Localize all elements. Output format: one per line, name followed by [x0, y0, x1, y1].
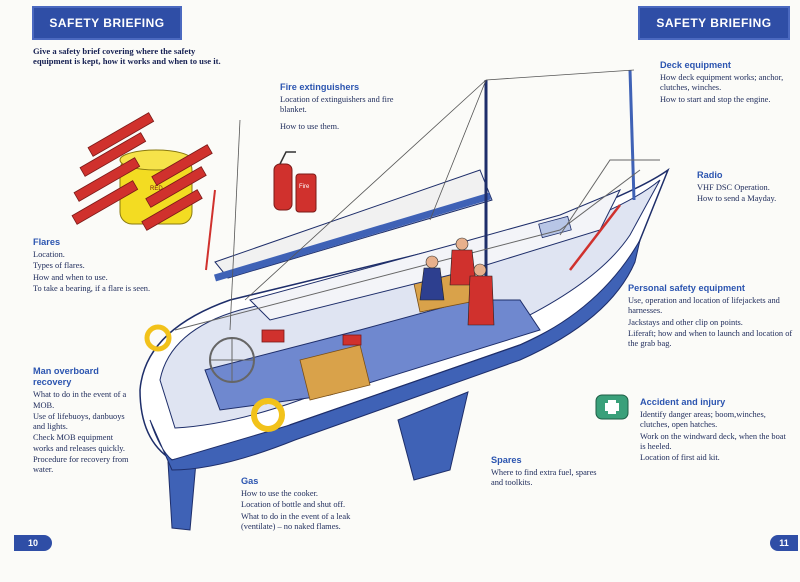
section-line: How to use them.	[280, 121, 340, 131]
flares-pack: RED	[71, 112, 213, 231]
fire-extinguisher: Fire	[273, 151, 317, 213]
forestay-furler	[628, 69, 636, 201]
section-line: Location of extinguishers and fire blank…	[280, 95, 394, 115]
section-flares: Flares Location. Types of flares. How an…	[33, 237, 183, 295]
section-line: What to do in the event of a MOB.	[33, 390, 127, 410]
section-title: Radio	[697, 170, 723, 180]
section-line: What to do in the event of a leak (venti…	[241, 511, 351, 531]
section-line: Procedure for recovery from water.	[33, 454, 129, 475]
flare-label: RED	[150, 186, 163, 192]
section-line: Where to find extra fuel, spares and too…	[491, 468, 597, 488]
cockpit-table	[299, 344, 371, 401]
section-title: Personal safety equipment	[628, 283, 745, 293]
first-aid-kit-icon	[595, 394, 629, 420]
section-fire-extinguishers: Fire extinguishers Location of extinguis…	[280, 82, 400, 133]
crew	[419, 237, 495, 326]
section-line: Types of flares.	[33, 261, 85, 271]
cockpit	[204, 299, 541, 411]
intro-text: Give a safety brief covering where the s…	[33, 46, 221, 66]
keel	[397, 391, 469, 481]
section-line: Use, operation and location of lifejacke…	[628, 296, 780, 316]
banner-right: SAFETY BRIEFING	[638, 6, 790, 40]
section-radio: Radio VHF DSC Operation. How to send a M…	[697, 170, 797, 206]
section-title: Deck equipment	[660, 60, 731, 70]
section-line: Location of bottle and shut off.	[241, 500, 346, 510]
section-title: Gas	[241, 476, 259, 486]
section-line: Check MOB equipment works and releases q…	[33, 433, 126, 453]
page-number-right: 11	[770, 535, 798, 551]
boom	[213, 192, 492, 282]
section-title: Spares	[491, 455, 522, 465]
section-line: Use of lifebuoys, danbuoys and lights.	[33, 411, 125, 432]
lifebuoy	[251, 398, 285, 432]
section-line: Jackstays and other clip on points.	[628, 317, 743, 327]
section-line: Location.	[33, 250, 65, 260]
section-spares: Spares Where to find extra fuel, spares …	[491, 455, 606, 490]
section-title: Fire extinguishers	[280, 82, 360, 92]
page-number-left: 10	[14, 535, 52, 551]
section-line: How deck equipment works; anchor, clutch…	[660, 73, 784, 93]
section-line: Location of first aid kit.	[640, 453, 720, 463]
banner-left: SAFETY BRIEFING	[32, 6, 182, 40]
section-accident-injury: Accident and injury Identify danger area…	[640, 397, 792, 464]
section-title: Accident and injury	[640, 397, 726, 407]
section-line: Identify danger areas; boom,winches, clu…	[640, 410, 766, 430]
section-man-overboard: Man overboard recovery What to do in the…	[33, 366, 133, 476]
section-line: Liferaft; how and when to launch and loc…	[628, 328, 793, 349]
section-deck-equipment: Deck equipment How deck equipment works;…	[660, 60, 788, 106]
section-line: Work on the windward deck, when the boat…	[640, 431, 786, 451]
section-line: How to send a Mayday.	[697, 194, 777, 204]
hull-stripe	[149, 239, 641, 471]
section-line: How and when to use.	[33, 272, 108, 282]
section-title: Flares	[33, 237, 61, 247]
section-line: How to start and stop the engine.	[660, 94, 771, 104]
section-personal-safety: Personal safety equipment Use, operation…	[628, 283, 793, 350]
section-line: To take a bearing, if a flare is seen.	[33, 283, 151, 293]
section-title: Man overboard recovery	[33, 366, 99, 388]
rudder	[167, 461, 197, 531]
extinguisher-label: Fire	[299, 184, 310, 190]
section-line: VHF DSC Operation.	[697, 183, 770, 193]
section-gas: Gas How to use the cooker. Location of b…	[241, 476, 381, 533]
section-line: How to use the cooker.	[241, 489, 318, 499]
